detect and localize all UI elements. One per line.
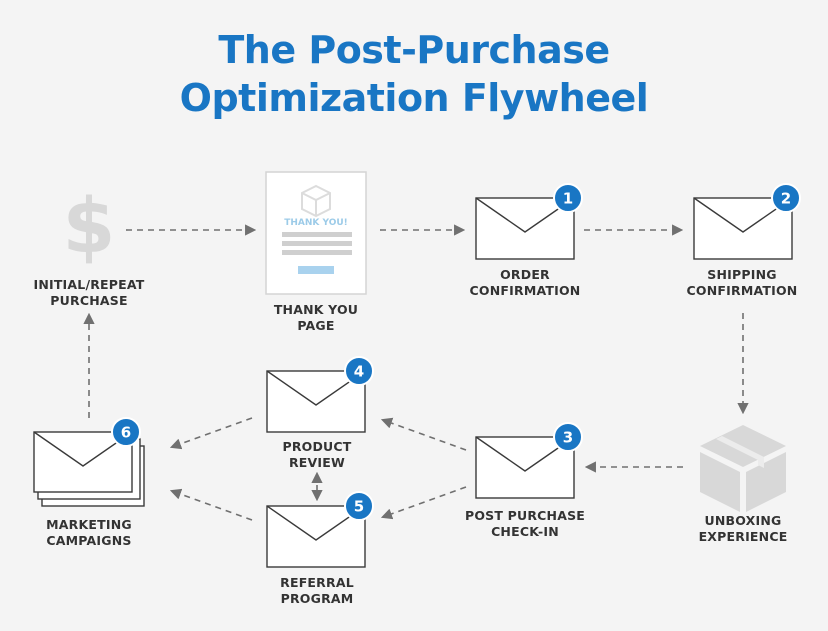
badge-number-referral: 5 [354, 498, 364, 516]
badge-order: 1 [553, 183, 583, 213]
badge-checkin: 3 [553, 422, 583, 452]
label-unboxing-experience: UNBOXING EXPERIENCE [698, 513, 788, 544]
label-initial-repeat-purchase: INITIAL/REPEAT PURCHASE [33, 277, 145, 308]
thank-you-page-text: THANK YOU! [284, 218, 348, 228]
badge-number-checkin: 3 [563, 429, 573, 447]
badge-number-review: 4 [354, 363, 364, 381]
dollar-icon: $ [63, 181, 116, 270]
badge-shipping: 2 [771, 183, 801, 213]
title-line-1: The Post-Purchase [218, 28, 610, 72]
label-shipping-confirmation: SHIPPING CONFIRMATION [686, 267, 798, 298]
label-product-review: PRODUCT REVIEW [282, 439, 352, 470]
envelope-icon-shipping [693, 197, 793, 260]
badge-number-order: 1 [563, 190, 573, 208]
arrow-checkin-to-review [380, 417, 467, 451]
svg-text:$: $ [63, 181, 116, 270]
badge-review: 4 [344, 356, 374, 386]
arrow-referral-to-marketing [169, 488, 253, 521]
arrow-checkin-to-referral [380, 486, 467, 520]
box-icon [700, 425, 786, 512]
badge-number-marketing: 6 [121, 424, 131, 442]
badge-referral: 5 [344, 491, 374, 521]
thank-you-page-icon: THANK YOU! [265, 171, 367, 295]
label-marketing-campaigns: MARKETING CAMPAIGNS [46, 517, 132, 548]
label-order-confirmation: ORDER CONFIRMATION [469, 267, 581, 298]
label-referral-program: REFERRAL PROGRAM [280, 575, 354, 606]
arrow-review-to-marketing [169, 417, 253, 450]
page-title: The Post-Purchase Optimization Flywheel [0, 26, 828, 122]
badge-number-shipping: 2 [781, 190, 791, 208]
title-line-2: Optimization Flywheel [179, 76, 649, 120]
label-post-purchase-check-in: POST PURCHASE CHECK-IN [464, 508, 586, 539]
badge-marketing: 6 [111, 417, 141, 447]
label-thank-you-page: THANK YOU PAGE [273, 302, 359, 333]
